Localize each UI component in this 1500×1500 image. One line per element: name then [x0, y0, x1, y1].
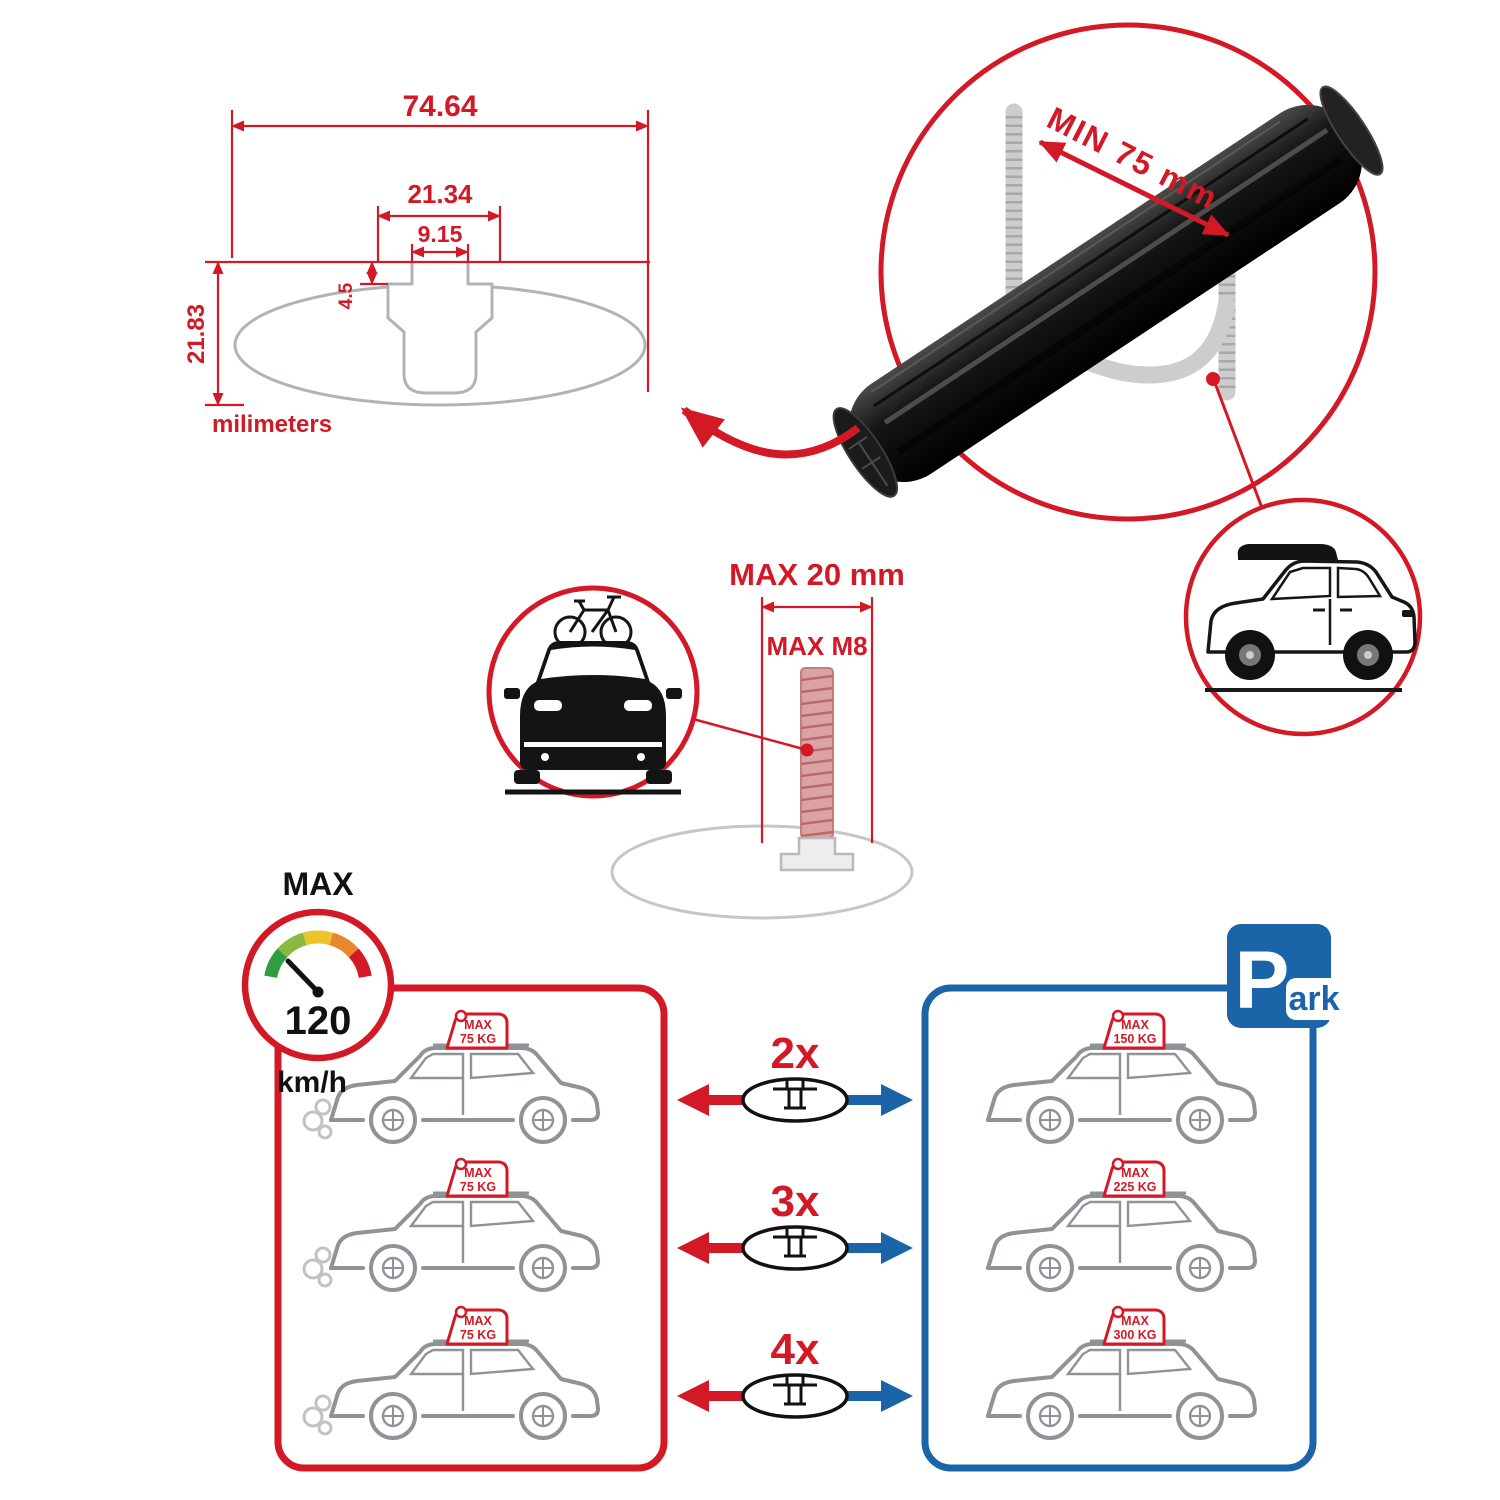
min-span-arrow	[1038, 139, 1230, 238]
car-front-icon	[504, 641, 682, 784]
max-width-label: MAX 20 mm	[729, 557, 905, 592]
bolt-spec-diagram: MAX 20 mm MAX M8	[486, 557, 914, 920]
t-nut-foot	[779, 836, 855, 872]
max-bolt-label: MAX M8	[766, 631, 867, 661]
dim-lip-depth-label: 4.5	[336, 282, 357, 309]
crossbar-profile-icon	[741, 1225, 849, 1271]
park-sign-letter: P	[1235, 935, 1290, 1026]
exhaust-smoke-icon	[302, 1394, 333, 1436]
crossbar-render	[832, 85, 1384, 498]
capacity-row-1: 2x	[677, 1029, 913, 1123]
tag-max-label: MAX	[1121, 1166, 1149, 1180]
roof-box-icon	[1237, 544, 1338, 560]
tag-weight-label: 225 KG	[1113, 1180, 1156, 1194]
profile-icon-lines	[773, 1081, 817, 1110]
gauge-max-label: MAX	[282, 866, 354, 902]
car-front-circle	[486, 585, 814, 799]
dim-opening-width-label: 9.15	[418, 221, 463, 247]
roof-load-tag: MAX 75 KG	[445, 1305, 509, 1346]
detail-circle-outline	[878, 22, 1378, 522]
roof-load-tag: MAX 225 KG	[1102, 1157, 1166, 1198]
callout-line	[692, 717, 808, 752]
suv-icon	[1206, 544, 1417, 680]
parked-car-row-3: MAX 300 KG	[986, 1305, 1257, 1440]
parked-car-row-2: MAX 225 KG	[986, 1157, 1257, 1292]
profile-icon-lines	[773, 1377, 817, 1406]
gauge-unit: km/h	[277, 1066, 347, 1099]
profile-dimension-diagram: 74.64 21.34 9.15 4.5 21.83 milimeters	[183, 90, 650, 438]
driving-car-row-3: MAX 75 KG	[302, 1305, 600, 1440]
driving-car-row-2: MAX 75 KG	[302, 1157, 600, 1292]
roof-load-tag: MAX 75 KG	[445, 1157, 509, 1198]
crossbar-detail-circle: MIN 75 mm	[680, 22, 1384, 522]
gauge-arc-segments	[264, 930, 372, 979]
red-left-arrowhead	[677, 1232, 709, 1264]
capacity-row-2: 3x	[677, 1177, 913, 1271]
driving-car-row-1: MAX 75 KG	[302, 1009, 600, 1144]
tag-max-label: MAX	[464, 1314, 492, 1328]
pointer-arrow-to-profile	[680, 406, 861, 459]
roof-load-tag: MAX 150 KG	[1102, 1009, 1166, 1050]
threaded-bolt-icon	[779, 667, 855, 872]
capacity-row-3: 4x	[677, 1325, 913, 1419]
gauge-value: 120	[285, 999, 352, 1043]
multiplier-label: 4x	[771, 1325, 820, 1374]
callout-dot	[800, 743, 814, 757]
tag-max-label: MAX	[464, 1018, 492, 1032]
blue-right-arrowhead	[881, 1232, 913, 1264]
tag-max-label: MAX	[1121, 1314, 1149, 1328]
blue-right-arrowhead	[881, 1380, 913, 1412]
tag-weight-label: 75 KG	[460, 1328, 496, 1342]
unit-label: milimeters	[212, 411, 332, 438]
suv-roofbox-circle	[1183, 497, 1423, 737]
crossbar-profile-icon	[741, 1373, 849, 1419]
t-slot-channel	[386, 262, 494, 395]
tag-weight-label: 75 KG	[460, 1032, 496, 1046]
parked-car-row-1: MAX 150 KG	[986, 1009, 1257, 1144]
crossbar-profile-icon	[741, 1077, 849, 1123]
dim-height-label: 21.83	[183, 304, 210, 364]
park-sign: P ark	[1227, 924, 1342, 1028]
park-sign-suffix: ark	[1288, 980, 1339, 1018]
exhaust-smoke-icon	[302, 1098, 333, 1140]
dim-outer-width-label: 74.64	[402, 90, 477, 123]
park-sign-patch	[1286, 978, 1342, 1020]
multiplier-label: 2x	[771, 1029, 820, 1078]
gauge-pivot	[312, 986, 324, 998]
tag-weight-label: 75 KG	[460, 1180, 496, 1194]
dim-slot-width-label: 21.34	[407, 179, 473, 209]
tag-max-label: MAX	[464, 1166, 492, 1180]
gauge-needle	[285, 958, 321, 995]
speed-limit-gauge: MAX 120 km/h	[241, 866, 395, 1099]
profile-icon-lines	[773, 1229, 817, 1258]
callout-dot	[1206, 372, 1220, 386]
tag-max-label: MAX	[1121, 1018, 1149, 1032]
exhaust-smoke-icon	[302, 1246, 333, 1288]
red-left-arrowhead	[677, 1084, 709, 1116]
roof-load-tag: MAX 300 KG	[1102, 1305, 1166, 1346]
tag-weight-label: 150 KG	[1113, 1032, 1156, 1046]
multiplier-label: 3x	[771, 1177, 820, 1226]
tag-weight-label: 300 KG	[1113, 1328, 1156, 1342]
blue-right-arrowhead	[881, 1084, 913, 1116]
red-left-arrowhead	[677, 1380, 709, 1412]
roof-load-tag: MAX 75 KG	[445, 1009, 509, 1050]
callout-line	[1213, 382, 1264, 509]
